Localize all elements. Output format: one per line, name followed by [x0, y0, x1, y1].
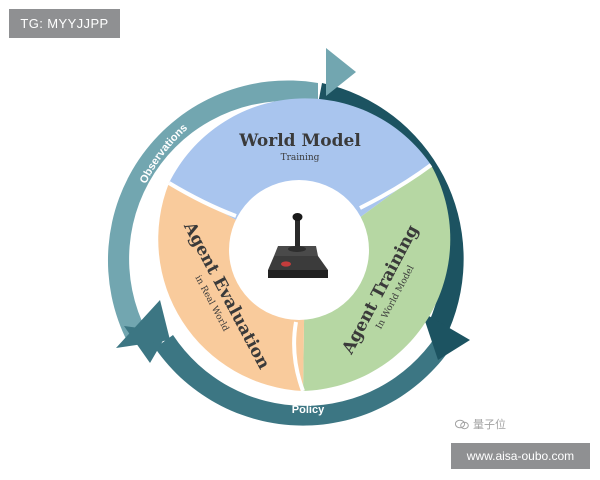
watermark-text: 量子位 — [473, 418, 506, 431]
arrowhead-right — [422, 312, 470, 360]
segment-agent-training — [303, 165, 451, 391]
world-model-subtitle: Training — [281, 153, 320, 163]
segment-world-model — [169, 98, 431, 258]
arrowhead-left-notch — [116, 300, 170, 348]
joystick-icon — [268, 213, 328, 278]
wechat-icon — [455, 419, 469, 429]
ring-arc-policy — [155, 335, 455, 426]
world-model-title: World Model — [238, 131, 361, 151]
ring-label-policy: Policy — [292, 404, 325, 416]
watermark: 量子位 — [455, 415, 506, 433]
arrowhead-top — [326, 48, 356, 96]
ring-arc-observations — [107, 80, 318, 343]
footer-url: www.aisa-oubo.com — [451, 443, 590, 469]
segment-agent-evaluation — [158, 183, 305, 391]
channel-tag: TG: MYYJJPP — [9, 9, 120, 38]
